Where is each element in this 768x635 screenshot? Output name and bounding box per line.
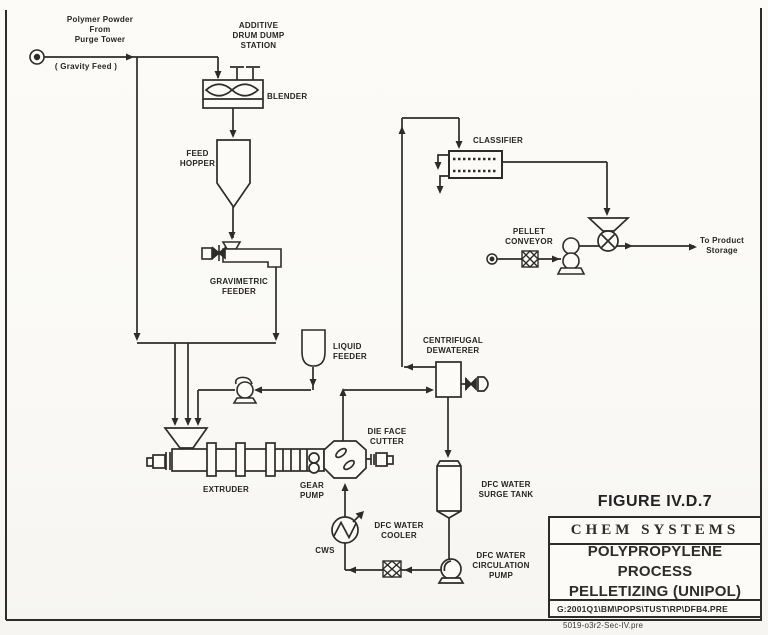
label-blender: BLENDER xyxy=(267,92,308,101)
conveyor-blower-symbol xyxy=(556,237,586,275)
feed-hopper-symbol xyxy=(216,139,251,209)
surge-tank-symbol xyxy=(436,460,462,519)
label-centrifugal-dewaterer: CENTRIFUGAL DEWATERER xyxy=(422,336,484,355)
gravity-feed-origin-icon xyxy=(29,49,45,65)
document-reference: 5019-o3r2-Sec-IV.pre xyxy=(563,621,644,630)
flow-arrows xyxy=(126,53,697,574)
file-path: G:2001Q1\BM\POPS\TUST\RP\DFB4.PRE xyxy=(557,603,728,614)
blender-symbol xyxy=(202,66,264,109)
process-lines xyxy=(44,56,694,571)
conveyor-filter-symbol xyxy=(521,250,539,268)
pellet-hopper-symbol xyxy=(586,217,631,232)
label-gear-pump: GEAR PUMP xyxy=(299,481,325,500)
water-strainer-symbol xyxy=(381,560,403,578)
conveyor-air-origin-icon xyxy=(486,253,498,265)
cws-return-arrow xyxy=(352,513,362,523)
label-extruder: EXTRUDER xyxy=(202,485,249,494)
label-dfc-circulation-pump: DFC WATER CIRCULATION PUMP xyxy=(472,551,530,580)
centrifugal-dewaterer-symbol xyxy=(435,361,489,398)
label-feed-hopper: FEED HOPPER xyxy=(179,149,216,168)
water-cooler-symbol xyxy=(331,513,362,544)
figure-number: FIGURE IV.D.7 xyxy=(597,493,713,510)
label-gravity-feed: ( Gravity Feed ) xyxy=(54,62,118,71)
label-gravimetric-feeder: GRAVIMETRIC FEEDER xyxy=(209,277,269,296)
liquid-feed-pump-symbol xyxy=(232,376,258,404)
label-dfc-water-cooler: DFC WATER COOLER xyxy=(374,521,424,540)
line-dewaterer-to-classifier xyxy=(401,117,460,368)
classifier-symbol xyxy=(448,150,503,179)
extruder-symbol xyxy=(146,427,325,477)
drawing-title: POLYPROPYLENE PROCESS PELLETIZING (UNIPO… xyxy=(550,543,760,601)
label-liquid-feeder: LIQUID FEEDER xyxy=(333,342,367,361)
company-logo: CHEM SYSTEMS xyxy=(550,518,760,545)
label-cws: CWS xyxy=(315,546,335,555)
label-polymer-feed: Polymer Powder From Purge Tower xyxy=(66,15,134,44)
circulation-pump-symbol xyxy=(437,558,465,584)
label-pellet-conveyor: PELLET CONVEYOR xyxy=(505,227,553,246)
die-face-cutter-symbol xyxy=(323,440,394,479)
line-classifier-to-pellet-hopper xyxy=(502,161,608,214)
label-die-face-cutter: DIE FACE CUTTER xyxy=(367,427,407,446)
title-block: CHEM SYSTEMS POLYPROPYLENE PROCESS PELLE… xyxy=(548,516,762,618)
label-classifier: CLASSIFIER xyxy=(472,136,524,145)
line-liquid-feed xyxy=(197,367,314,424)
label-additive-station: ADDITIVE DRUM DUMP STATION xyxy=(232,21,285,50)
label-dfc-water-surge-tank: DFC WATER SURGE TANK xyxy=(478,480,534,499)
line-cutter-to-dewaterer xyxy=(342,389,432,441)
line-feed-header xyxy=(137,342,276,424)
rotary-valve-symbol xyxy=(597,230,619,252)
gravimetric-feeder-symbol xyxy=(201,241,282,268)
liquid-feeder-symbol xyxy=(301,329,326,367)
label-to-product-storage: To Product Storage xyxy=(699,236,745,255)
